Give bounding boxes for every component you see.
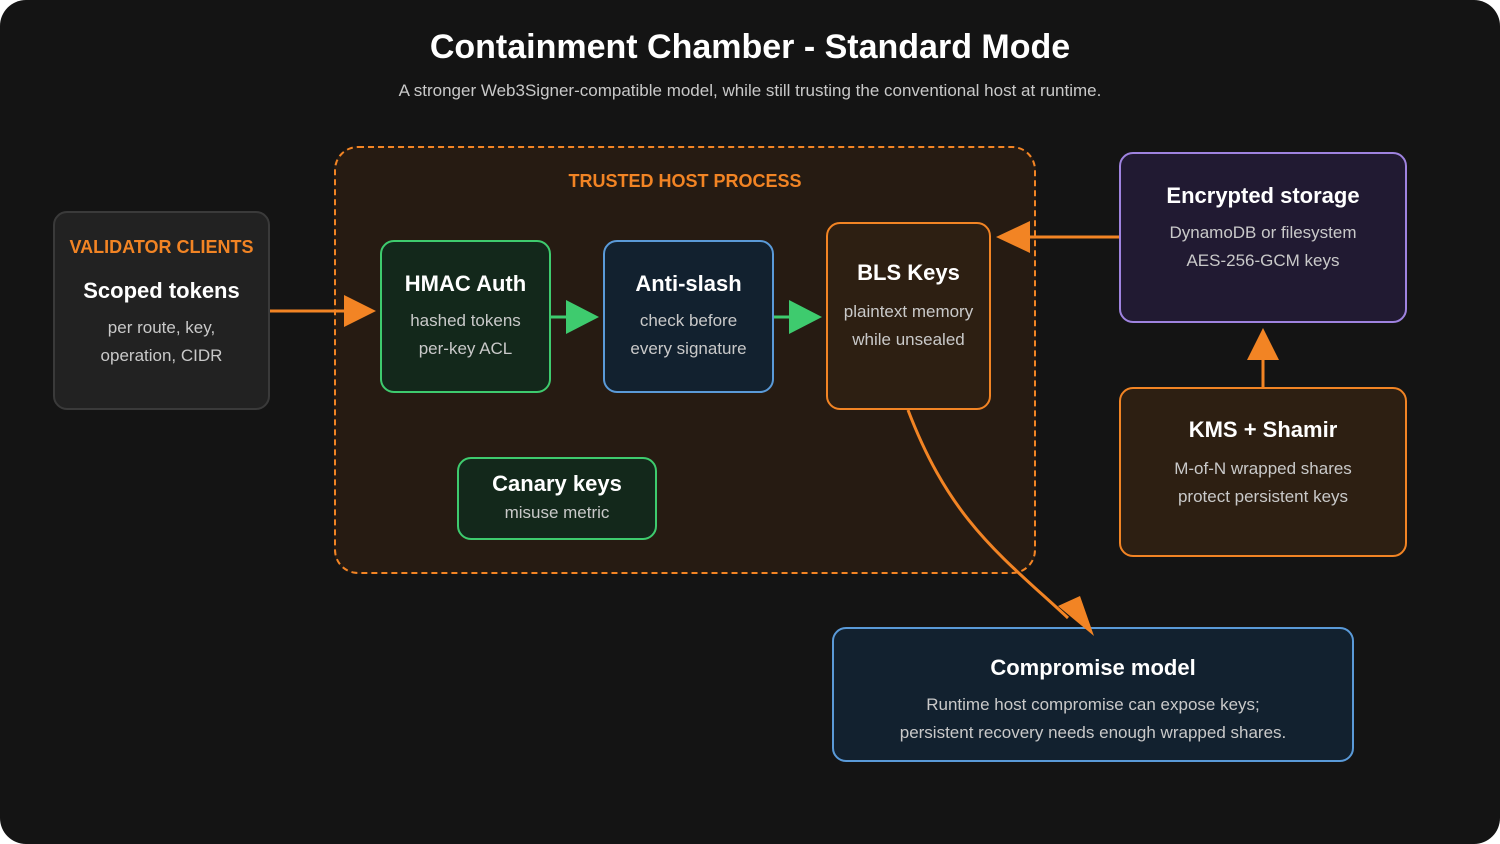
compromise-model-line: persistent recovery needs enough wrapped… bbox=[899, 723, 1287, 742]
encrypted-storage-node: Encrypted storage DynamoDB or filesystem… bbox=[1119, 152, 1407, 323]
page-subtitle: A stronger Web3Signer-compatible model, … bbox=[398, 81, 1102, 100]
validator-clients-node: VALIDATOR CLIENTS Scoped tokens per rout… bbox=[53, 211, 270, 410]
validator-clients-tag: VALIDATOR CLIENTS bbox=[69, 237, 254, 257]
canary-keys-line: misuse metric bbox=[504, 503, 610, 522]
hmac-auth-line: hashed tokens bbox=[410, 311, 521, 330]
validator-clients-line: operation, CIDR bbox=[100, 346, 223, 365]
hmac-auth-node: HMAC Auth hashed tokens per-key ACL bbox=[380, 240, 551, 393]
page-title: Containment Chamber - Standard Mode bbox=[429, 28, 1071, 66]
hmac-auth-heading: HMAC Auth bbox=[404, 271, 527, 296]
trusted-host-label: TRUSTED HOST PROCESS bbox=[568, 171, 802, 191]
bls-keys-line: while unsealed bbox=[852, 330, 965, 349]
encrypted-storage-line: AES-256-GCM keys bbox=[1186, 251, 1340, 270]
validator-clients-line: per route, key, bbox=[107, 318, 216, 337]
anti-slash-line: check before bbox=[639, 311, 738, 330]
encrypted-storage-heading: Encrypted storage bbox=[1166, 183, 1360, 208]
anti-slash-line: every signature bbox=[630, 339, 747, 358]
encrypted-storage-line: DynamoDB or filesystem bbox=[1169, 223, 1357, 242]
compromise-model-node: Compromise model Runtime host compromise… bbox=[832, 627, 1354, 762]
hmac-auth-line: per-key ACL bbox=[418, 339, 513, 358]
anti-slash-heading: Anti-slash bbox=[635, 271, 742, 296]
kms-shamir-line: protect persistent keys bbox=[1177, 487, 1349, 506]
kms-shamir-node: KMS + Shamir M-of-N wrapped shares prote… bbox=[1119, 387, 1407, 557]
kms-shamir-heading: KMS + Shamir bbox=[1188, 417, 1338, 442]
canary-keys-heading: Canary keys bbox=[492, 471, 622, 496]
compromise-model-line: Runtime host compromise can expose keys; bbox=[926, 695, 1260, 714]
bls-keys-line: plaintext memory bbox=[843, 302, 974, 321]
canary-keys-node: Canary keys misuse metric bbox=[457, 457, 657, 540]
arrowhead-kms-to-storage bbox=[1247, 328, 1279, 360]
anti-slash-node: Anti-slash check before every signature bbox=[603, 240, 774, 393]
bls-keys-heading: BLS Keys bbox=[857, 260, 960, 285]
validator-clients-heading: Scoped tokens bbox=[83, 278, 240, 303]
compromise-model-heading: Compromise model bbox=[990, 655, 1196, 680]
bls-keys-node: BLS Keys plaintext memory while unsealed bbox=[826, 222, 991, 410]
kms-shamir-line: M-of-N wrapped shares bbox=[1174, 459, 1352, 478]
